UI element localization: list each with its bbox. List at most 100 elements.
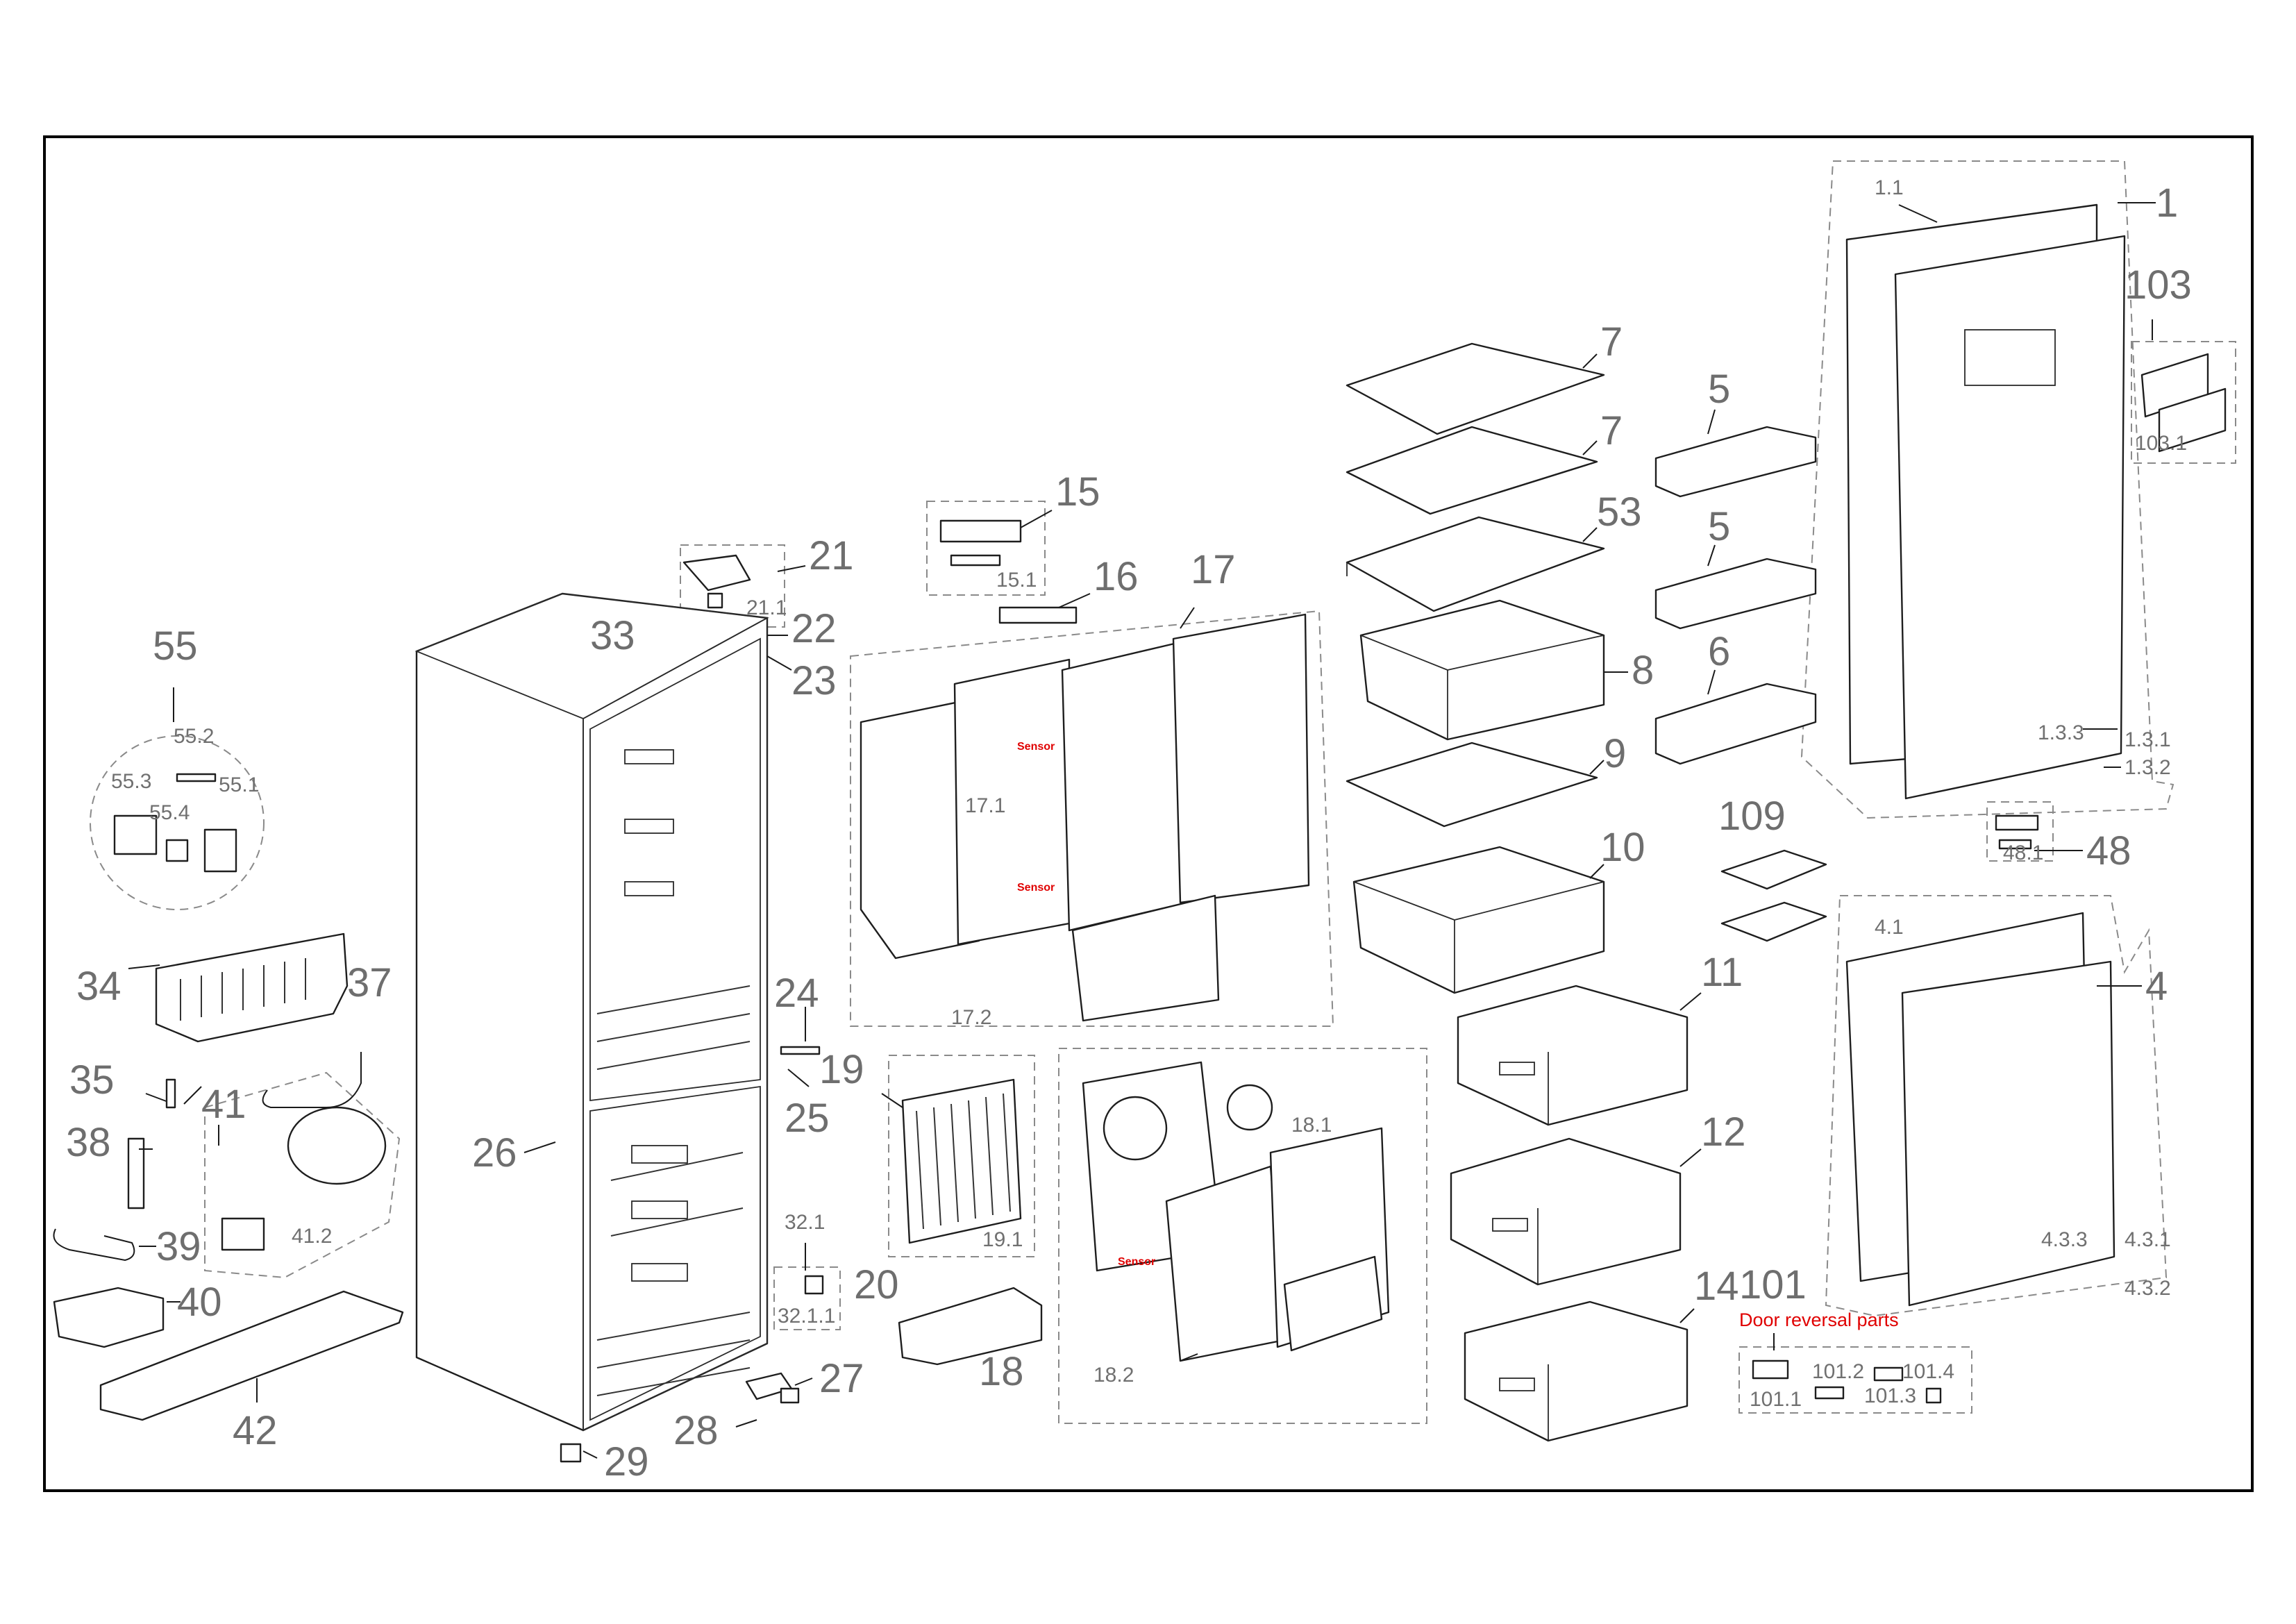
drawer-8 xyxy=(1359,599,1605,741)
hinge-24 xyxy=(780,1046,821,1055)
label-15: 15 xyxy=(1055,469,1100,514)
label-18-1: 18.1 xyxy=(1291,1114,1332,1137)
label-40: 40 xyxy=(177,1280,222,1325)
label-4-1: 4.1 xyxy=(1875,916,1904,939)
label-29: 29 xyxy=(604,1439,649,1484)
compressor-41 xyxy=(221,1106,387,1251)
fan-duct-18 xyxy=(1082,1061,1390,1362)
label-5b: 5 xyxy=(1708,504,1730,549)
foot-29 xyxy=(560,1443,582,1463)
label-1-1: 1.1 xyxy=(1875,176,1904,199)
label-1-3-3: 1.3.3 xyxy=(2038,721,2084,744)
group-box-48 xyxy=(1986,801,2054,862)
label-55: 55 xyxy=(153,623,198,669)
group-box-103 xyxy=(2131,341,2236,464)
label-101-1: 101.1 xyxy=(1750,1388,1802,1411)
label-5a: 5 xyxy=(1708,367,1730,412)
label-6: 6 xyxy=(1708,629,1730,674)
group-box-17 xyxy=(850,610,1334,1027)
label-55-4: 55.4 xyxy=(149,801,190,824)
group-box-32 xyxy=(773,1266,841,1330)
label-37: 37 xyxy=(347,960,392,1005)
label-24: 24 xyxy=(774,971,819,1016)
label-38: 38 xyxy=(66,1120,111,1165)
part-labels: 1 1.1 1.3.3 1.3.1 1.3.2 4 4.1 4.3.3 4.3.… xyxy=(66,176,2192,1484)
label-101-2: 101.2 xyxy=(1812,1360,1864,1383)
drawer-12 xyxy=(1450,1137,1682,1286)
bracket-21 xyxy=(682,554,751,609)
dryer-35 xyxy=(145,1078,176,1109)
label-14: 14 xyxy=(1694,1264,1739,1309)
label-10: 10 xyxy=(1600,825,1645,870)
upper-door xyxy=(1845,203,2126,800)
drawer-11 xyxy=(1457,985,1689,1126)
hinge-27 xyxy=(745,1372,800,1404)
tray-20 xyxy=(898,1287,1043,1366)
label-101: 101 xyxy=(1739,1262,1807,1307)
drip-tray-40 xyxy=(53,1287,165,1348)
glass-shelf-7b xyxy=(1346,426,1598,515)
label-4: 4 xyxy=(2145,964,2168,1009)
label-1: 1 xyxy=(2156,181,2178,226)
label-48: 48 xyxy=(2086,828,2131,873)
label-55-2: 55.2 xyxy=(174,725,214,748)
glass-shelf-7a xyxy=(1346,342,1605,435)
sensor-note-lower: Sensor xyxy=(1017,882,1055,894)
label-101-4: 101.4 xyxy=(1902,1360,1954,1383)
group-box-41 xyxy=(204,1071,401,1279)
label-39: 39 xyxy=(156,1224,201,1269)
label-22: 22 xyxy=(791,606,837,651)
door-reversal-caption: Door reversal parts xyxy=(1739,1309,1899,1330)
label-4-3-1: 4.3.1 xyxy=(2125,1228,2171,1251)
label-27: 27 xyxy=(819,1356,864,1401)
label-4-3-3: 4.3.3 xyxy=(2041,1228,2088,1251)
label-33: 33 xyxy=(590,613,635,658)
drawer-10 xyxy=(1352,846,1605,994)
glass-shelf-9 xyxy=(1346,742,1598,828)
label-21: 21 xyxy=(809,533,854,578)
evaporator-19 xyxy=(901,1078,1022,1244)
door-bin-6 xyxy=(1654,683,1817,765)
label-55-3: 55.3 xyxy=(111,770,151,793)
sensor-note-fan: Sensor xyxy=(1118,1256,1155,1268)
label-19-1: 19.1 xyxy=(982,1228,1023,1251)
label-18-2: 18.2 xyxy=(1093,1364,1134,1387)
leader-lines xyxy=(128,202,2156,1459)
label-42: 42 xyxy=(233,1408,278,1453)
base-42 xyxy=(99,1290,404,1421)
label-1-3-2: 1.3.2 xyxy=(2125,756,2171,779)
label-103: 103 xyxy=(2125,262,2192,308)
label-21-1: 21.1 xyxy=(746,596,787,619)
cover-16 xyxy=(998,606,1078,624)
label-34: 34 xyxy=(76,964,121,1009)
door-reversal-parts xyxy=(1752,1359,1942,1404)
pipe-37 xyxy=(262,1052,362,1108)
sensor-note-upper: Sensor xyxy=(1017,741,1055,753)
label-48-1: 48.1 xyxy=(2003,842,2043,864)
label-16: 16 xyxy=(1093,554,1139,599)
drain-tube-38 xyxy=(127,1137,145,1209)
group-box-19 xyxy=(888,1055,1035,1257)
handle-103 xyxy=(2140,353,2227,453)
group-box-door-lower xyxy=(1825,895,2168,1317)
group-box-55 xyxy=(90,735,265,910)
group-box-101 xyxy=(1738,1346,1972,1414)
label-32-1: 32.1 xyxy=(785,1211,825,1234)
cabinet-body xyxy=(414,592,769,1432)
label-101-3: 101.3 xyxy=(1864,1384,1916,1407)
evaporator-cover-17 xyxy=(860,613,1310,1022)
label-18: 18 xyxy=(979,1349,1024,1394)
group-box-door-upper xyxy=(1800,160,2175,819)
group-box-18 xyxy=(1058,1048,1427,1424)
heater-39 xyxy=(53,1228,135,1262)
sensor-32 xyxy=(804,1275,824,1295)
door-bin-5a xyxy=(1654,426,1817,498)
drawing-frame xyxy=(43,135,2254,1492)
label-109: 109 xyxy=(1718,794,1786,839)
label-53: 53 xyxy=(1597,489,1642,535)
label-20: 20 xyxy=(854,1262,899,1307)
drawer-14 xyxy=(1464,1300,1689,1442)
label-17-1: 17.1 xyxy=(965,794,1005,817)
group-box-15 xyxy=(926,501,1046,596)
